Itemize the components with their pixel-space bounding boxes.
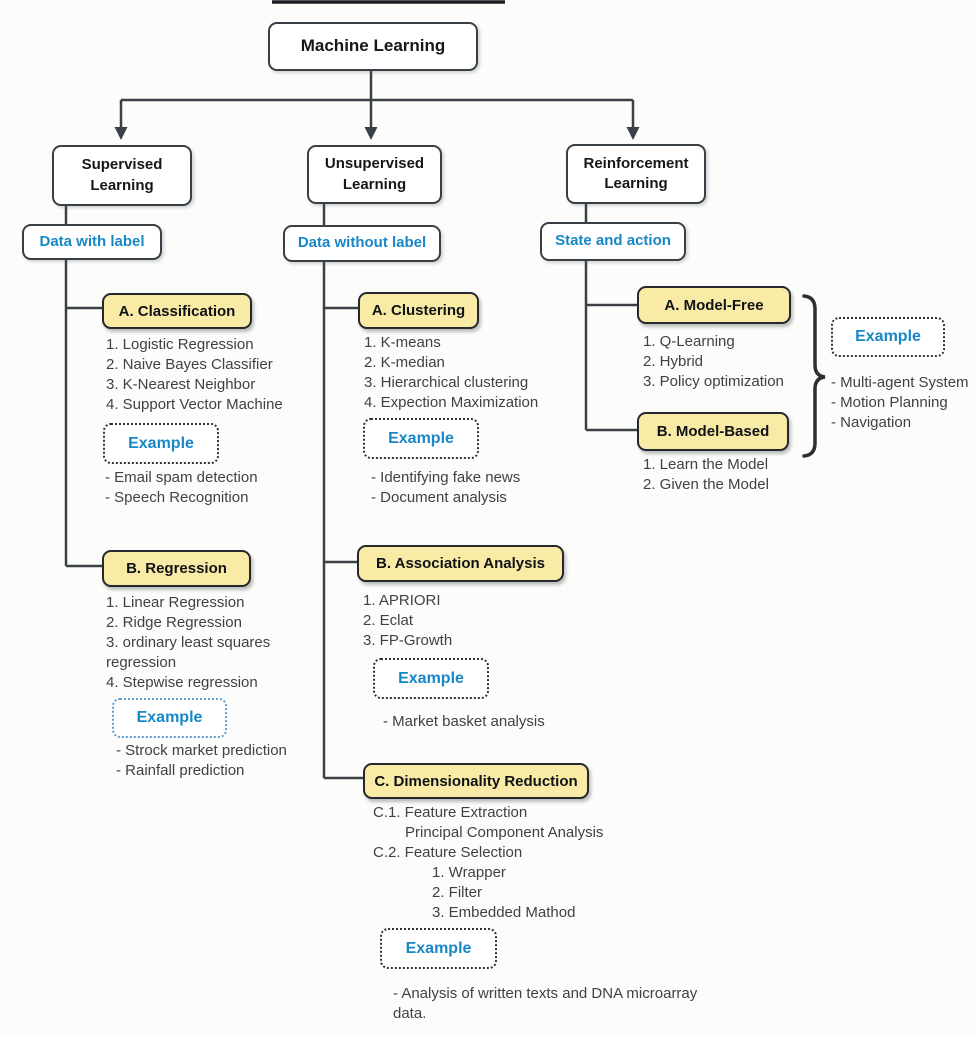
list-item: 2. Ridge Regression	[106, 614, 242, 631]
clustering-examples: - Identifying fake news - Document analy…	[371, 468, 591, 508]
list-item: 3. Policy optimization	[643, 373, 784, 390]
list-item: 3. ordinary least squares regression	[106, 634, 271, 671]
list-item: 3. Hierarchical clustering	[364, 374, 529, 391]
list-item: 1. APRIORI	[363, 592, 441, 609]
classification-examples: - Email spam detection - Speech Recognit…	[105, 468, 325, 508]
node-supervised-learning: Supervised Learning	[52, 145, 192, 206]
list-item: - Motion Planning	[831, 394, 948, 411]
list-item: - Multi-agent System	[831, 374, 969, 391]
node-classification: A. Classification	[102, 293, 252, 329]
model-based-list: 1. Learn the Model 2. Given the Model	[643, 455, 833, 495]
node-machine-learning: Machine Learning	[268, 22, 478, 71]
list-item: 3. K-Nearest Neighbor	[106, 376, 256, 393]
list-item: - Document analysis	[371, 489, 507, 506]
arrow-down-icon	[364, 127, 378, 140]
list-item: 4. Stepwise regression	[106, 674, 258, 691]
list-item: 4. Expection Maximization	[364, 394, 539, 411]
node-regression: B. Regression	[102, 550, 251, 587]
list-item: 1. Wrapper	[432, 864, 506, 881]
regression-list: 1. Linear Regression 2. Ridge Regression…	[106, 593, 296, 693]
list-item: 2. Naive Bayes Classifier	[106, 356, 273, 373]
list-item: C.1. Feature Extraction	[373, 804, 528, 821]
classification-list: 1. Logistic Regression 2. Naive Bayes Cl…	[106, 335, 311, 415]
list-item: 2. Filter	[432, 884, 483, 901]
list-item: 1. Linear Regression	[106, 594, 245, 611]
node-model-based: B. Model-Based	[637, 412, 789, 451]
model-free-list: 1. Q-Learning 2. Hybrid 3. Policy optimi…	[643, 332, 833, 392]
node-association-analysis: B. Association Analysis	[357, 545, 564, 582]
list-item: - Navigation	[831, 414, 912, 431]
tag-data-without-label: Data without label	[283, 225, 441, 262]
list-item: 3. FP-Growth	[363, 632, 453, 649]
arrow-down-icon	[626, 127, 640, 140]
list-item: 1. Q-Learning	[643, 333, 735, 350]
reinforcement-examples: - Multi-agent System - Motion Planning -…	[831, 373, 976, 433]
association-list: 1. APRIORI 2. Eclat 3. FP-Growth	[363, 591, 573, 651]
list-item: 3. Embedded Mathod	[432, 904, 576, 921]
list-item: 1. K-means	[364, 334, 441, 351]
tag-state-and-action: State and action	[540, 222, 686, 261]
list-item: Principal Component Analysis	[405, 824, 604, 841]
list-item: 1. Learn the Model	[643, 456, 769, 473]
example-box-classification: Example	[103, 423, 219, 464]
list-item: - Speech Recognition	[105, 489, 249, 506]
tag-data-with-label: Data with label	[22, 224, 162, 260]
list-item: C.2. Feature Selection	[373, 844, 523, 861]
dimensionality-list: C.1. Feature Extraction Principal Compon…	[373, 803, 643, 923]
dimensionality-examples: - Analysis of written texts and DNA micr…	[393, 984, 723, 1024]
list-item: 4. Support Vector Machine	[106, 396, 283, 413]
arrow-down-icon	[114, 127, 128, 140]
node-unsupervised-learning: Unsupervised Learning	[307, 145, 442, 204]
example-box-association: Example	[373, 658, 489, 699]
list-item: 2. Given the Model	[643, 476, 769, 493]
curly-brace-icon	[802, 294, 826, 458]
list-item: 2. K-median	[364, 354, 445, 371]
example-box-dimensionality: Example	[380, 928, 497, 969]
node-clustering: A. Clustering	[358, 292, 479, 329]
example-box-reinforcement: Example	[831, 317, 945, 357]
list-item: 2. Hybrid	[643, 353, 704, 370]
example-box-clustering: Example	[363, 418, 479, 459]
list-item: 1. Logistic Regression	[106, 336, 254, 353]
node-dimensionality-reduction: C. Dimensionality Reduction	[363, 763, 589, 799]
list-item: 2. Eclat	[363, 612, 414, 629]
association-examples: - Market basket analysis	[383, 712, 613, 732]
node-reinforcement-learning: Reinforcement Learning	[566, 144, 706, 204]
node-model-free: A. Model-Free	[637, 286, 791, 324]
list-item: - Identifying fake news	[371, 469, 521, 486]
list-item: - Rainfall prediction	[116, 762, 245, 779]
list-item: - Email spam detection	[105, 469, 258, 486]
clustering-list: 1. K-means 2. K-median 3. Hierarchical c…	[364, 333, 574, 413]
list-item: - Analysis of written texts and DNA micr…	[393, 985, 698, 1022]
example-box-regression: Example	[112, 698, 227, 738]
list-item: - Market basket analysis	[383, 713, 545, 730]
list-item: - Strock market prediction	[116, 742, 287, 759]
regression-examples: - Strock market prediction - Rainfall pr…	[116, 741, 336, 781]
